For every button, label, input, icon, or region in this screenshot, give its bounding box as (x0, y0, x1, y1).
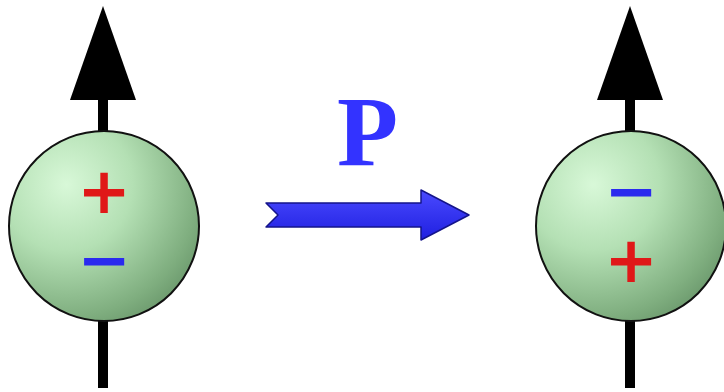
charge-sign: − (77, 235, 131, 286)
charge-sign: − (604, 166, 658, 217)
spin-arrow (597, 6, 663, 388)
operator-label: P (337, 82, 398, 182)
spin-arrow (70, 6, 136, 388)
particle-sphere: +− (8, 130, 200, 322)
charge-sign: + (604, 235, 658, 286)
particle-sphere: −+ (535, 130, 724, 322)
transform-arrow (266, 190, 469, 240)
charge-sign: + (77, 166, 131, 217)
